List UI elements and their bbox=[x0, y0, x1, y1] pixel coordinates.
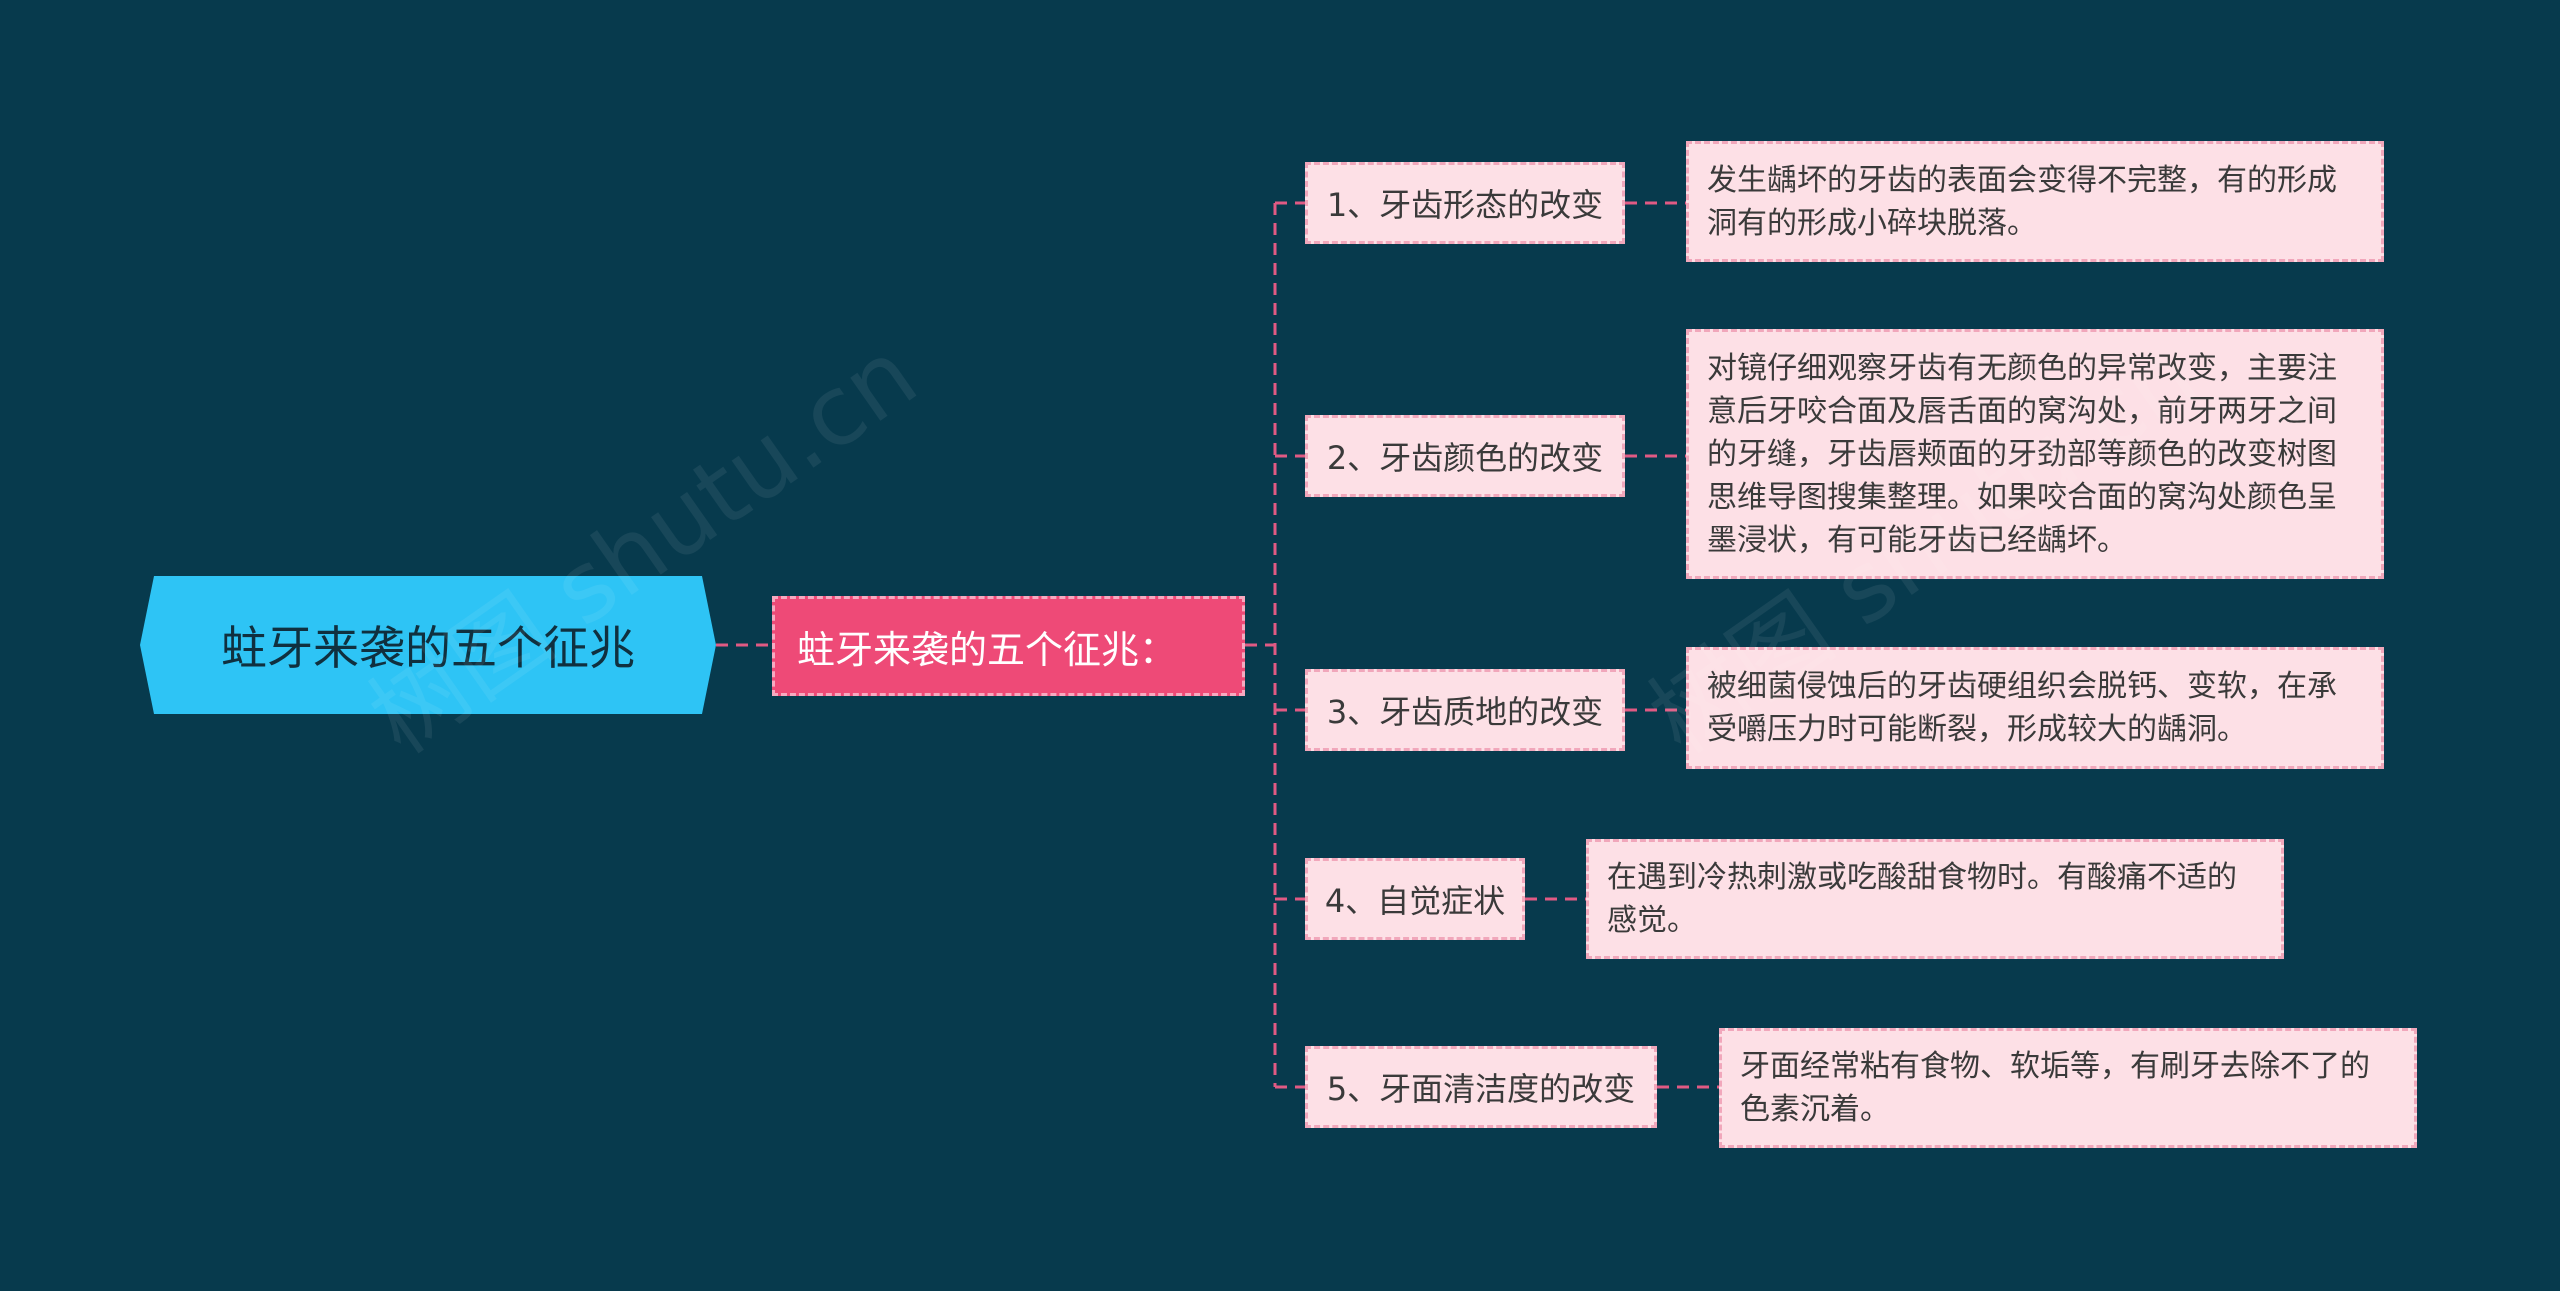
detail-node-4[interactable]: 在遇到冷热刺激或吃酸甜食物时。有酸痛不适的感觉。 bbox=[1586, 839, 2284, 959]
detail-text: 对镜仔细观察牙齿有无颜色的异常改变，主要注意后牙咬合面及唇舌面的窝沟处，前牙两牙… bbox=[1707, 350, 2337, 558]
topic-label: 1、牙齿形态的改变 bbox=[1326, 186, 1604, 224]
main-topic-node[interactable]: 蛀牙来袭的五个征兆： bbox=[772, 596, 1245, 696]
topic-node-1[interactable]: 1、牙齿形态的改变 bbox=[1305, 162, 1625, 244]
detail-text: 在遇到冷热刺激或吃酸甜食物时。有酸痛不适的感觉。 bbox=[1607, 860, 2237, 938]
detail-text: 发生龋坏的牙齿的表面会变得不完整，有的形成洞有的形成小碎块脱落。 bbox=[1707, 162, 2337, 241]
detail-node-2[interactable]: 对镜仔细观察牙齿有无颜色的异常改变，主要注意后牙咬合面及唇舌面的窝沟处，前牙两牙… bbox=[1686, 329, 2384, 579]
topic-node-3[interactable]: 3、牙齿质地的改变 bbox=[1305, 669, 1625, 751]
topic-label: 3、牙齿质地的改变 bbox=[1326, 693, 1604, 731]
detail-node-1[interactable]: 发生龋坏的牙齿的表面会变得不完整，有的形成洞有的形成小碎块脱落。 bbox=[1686, 141, 2384, 262]
topic-node-4[interactable]: 4、自觉症状 bbox=[1305, 858, 1525, 940]
topic-label: 2、牙齿颜色的改变 bbox=[1326, 439, 1604, 477]
root-node[interactable]: 蛀牙来袭的五个征兆 bbox=[140, 576, 716, 714]
topic-label: 4、自觉症状 bbox=[1324, 882, 1506, 920]
topic-label: 5、牙面清洁度的改变 bbox=[1326, 1070, 1636, 1108]
root-node-label: 蛀牙来袭的五个征兆 bbox=[221, 621, 635, 675]
detail-text: 被细菌侵蚀后的牙齿硬组织会脱钙、变软，在承受嚼压力时可能断裂，形成较大的龋洞。 bbox=[1707, 669, 2337, 747]
main-topic-label: 蛀牙来袭的五个征兆： bbox=[797, 627, 1178, 672]
detail-node-3[interactable]: 被细菌侵蚀后的牙齿硬组织会脱钙、变软，在承受嚼压力时可能断裂，形成较大的龋洞。 bbox=[1686, 647, 2384, 769]
topic-node-5[interactable]: 5、牙面清洁度的改变 bbox=[1305, 1046, 1657, 1128]
detail-text: 牙面经常粘有食物、软垢等，有刷牙去除不了的色素沉着。 bbox=[1740, 1049, 2370, 1127]
detail-node-5[interactable]: 牙面经常粘有食物、软垢等，有刷牙去除不了的色素沉着。 bbox=[1719, 1028, 2417, 1148]
topic-node-2[interactable]: 2、牙齿颜色的改变 bbox=[1305, 415, 1625, 497]
